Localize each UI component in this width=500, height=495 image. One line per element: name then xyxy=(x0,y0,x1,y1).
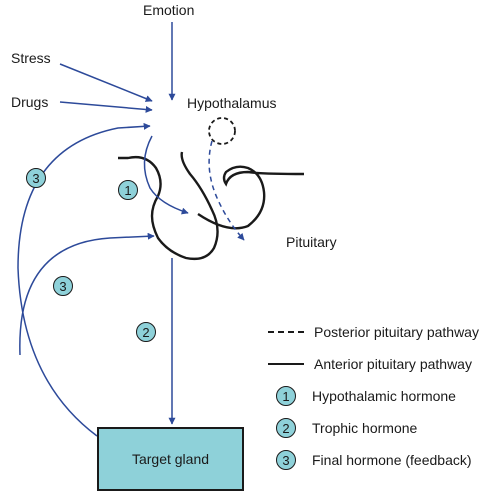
dashed-line-swatch xyxy=(268,331,304,333)
stress-arrow xyxy=(59,63,153,102)
target-gland-box: Target gland xyxy=(97,427,244,491)
badge-final-hormone-upper: 3 xyxy=(26,168,46,188)
feedback-arrow-to-hypothalamus xyxy=(17,122,151,437)
hypothalamus-label: Hypothalamus xyxy=(187,95,277,111)
hypothalamic-hormone-arrow xyxy=(143,135,189,215)
feedback-arrow-to-pituitary xyxy=(19,232,155,356)
posterior-nucleus xyxy=(208,117,236,145)
legend-anterior: Anterior pituitary pathway xyxy=(268,354,472,374)
legend-posterior-label: Posterior pituitary pathway xyxy=(314,324,479,340)
solid-line-swatch xyxy=(268,363,304,365)
drugs-arrow xyxy=(59,101,153,113)
legend-anterior-label: Anterior pituitary pathway xyxy=(314,356,472,372)
pituitary-stalk-outline xyxy=(118,151,219,261)
legend-badge-3: 3 xyxy=(276,450,296,470)
badge-final-hormone-lower: 3 xyxy=(53,276,73,296)
legend-hormone1: 1 Hypothalamic hormone xyxy=(268,386,456,406)
legend-posterior: Posterior pituitary pathway xyxy=(268,322,479,342)
posterior-lobe-outline xyxy=(197,165,305,230)
pituitary-label: Pituitary xyxy=(286,234,337,250)
drugs-label: Drugs xyxy=(11,94,49,110)
badge-hypothalamic-hormone: 1 xyxy=(118,180,138,200)
legend-badge-2: 2 xyxy=(276,418,296,438)
legend-hormone3: 3 Final hormone (feedback) xyxy=(268,450,472,470)
badge-trophic-hormone: 2 xyxy=(136,322,156,342)
legend-hormone2-label: Trophic hormone xyxy=(312,420,418,436)
target-gland-label: Target gland xyxy=(131,451,210,467)
posterior-pathway-arrow xyxy=(208,140,245,241)
legend-hormone1-label: Hypothalamic hormone xyxy=(312,388,456,404)
legend-hormone2: 2 Trophic hormone xyxy=(268,418,417,438)
legend-badge-1: 1 xyxy=(276,386,296,406)
stress-label: Stress xyxy=(11,50,51,66)
emotion-label: Emotion xyxy=(143,2,195,18)
legend-hormone3-label: Final hormone (feedback) xyxy=(312,452,472,468)
